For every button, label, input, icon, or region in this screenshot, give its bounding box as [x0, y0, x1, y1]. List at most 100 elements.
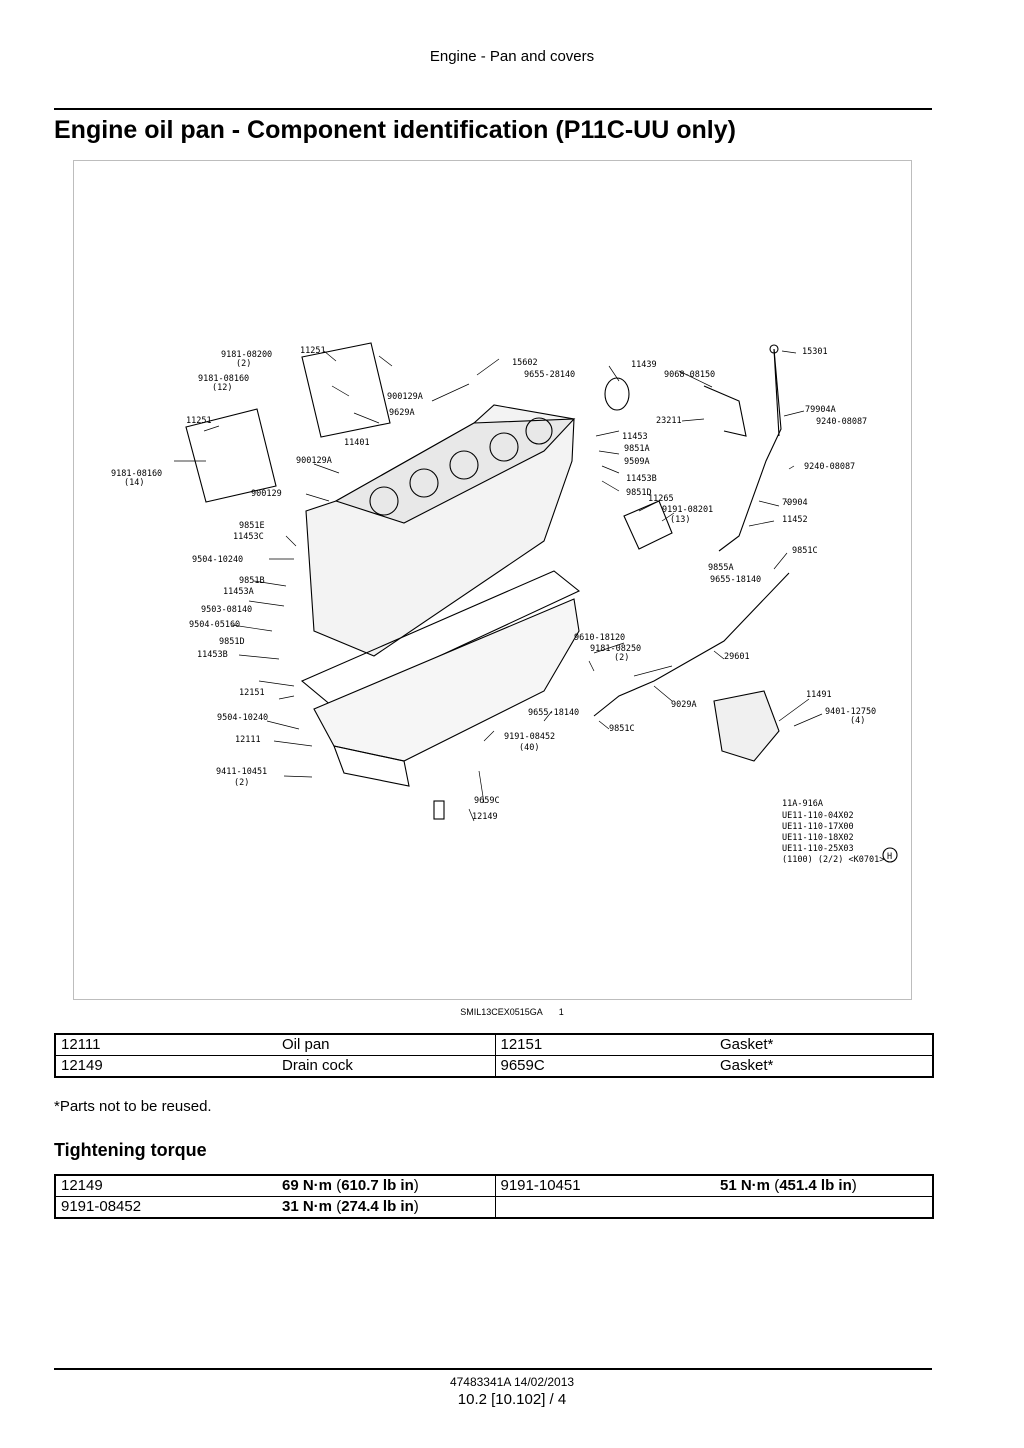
figure-number: 1	[558, 1007, 564, 1017]
callout-label: 15602	[512, 358, 538, 368]
callout-label: (14)	[124, 478, 144, 488]
torque-nm: 69 N·m	[282, 1177, 333, 1194]
callout-label: (1100) (2/2) <K0701>	[782, 855, 884, 865]
figure-code: SMIL13CEX0515GA	[460, 1007, 543, 1017]
callout-label: 11491	[806, 690, 832, 700]
callout-label: 11265	[648, 494, 674, 504]
callout-label: 11453	[622, 432, 648, 442]
torque-value	[715, 1196, 934, 1219]
callout-label: 79904	[782, 498, 808, 508]
callout-label: (12)	[212, 383, 232, 393]
fastener-code: 9191-10451	[494, 1174, 715, 1197]
dipstick-handle	[769, 344, 779, 354]
part-code: 12149	[54, 1055, 277, 1078]
callout-label: 9629A	[389, 408, 415, 418]
callout-label: 9655-28140	[524, 370, 575, 380]
callout-label: UE11-110-18X02	[782, 833, 854, 843]
callout-label: 9191-08452	[504, 732, 555, 742]
callout-label: 11453A	[223, 587, 254, 597]
callout-label: 900129A	[296, 456, 332, 466]
callout-label: 9851D	[219, 637, 245, 647]
callout-label: (40)	[519, 743, 539, 753]
oil-pan-sump	[333, 745, 410, 787]
cylinder-bore-3	[449, 450, 479, 480]
callout-label: 11452	[782, 515, 808, 525]
callout-label: 12149	[472, 812, 498, 822]
callout-label: 12111	[235, 735, 261, 745]
torque-table: 12149 69 N·m (610.7 lb in) 9191-10451 51…	[54, 1174, 934, 1219]
callout-label: 11401	[344, 438, 370, 448]
callout-label: 900129	[251, 489, 282, 499]
part-code: 12151	[494, 1033, 715, 1056]
torque-heading: Tightening torque	[54, 1140, 207, 1160]
callout-label: (2)	[236, 359, 251, 369]
callout-label: UE11-110-04X02	[782, 811, 854, 821]
callout-label: 9029A	[671, 700, 697, 710]
callout-label: (4)	[850, 716, 865, 726]
crank-seal-ring	[604, 377, 630, 411]
callout-label: 9851A	[624, 444, 650, 454]
callout-label: (2)	[614, 653, 629, 663]
table-row: 12149 Drain cock 9659C Gasket*	[54, 1055, 934, 1078]
figure-caption: SMIL13CEX0515GA 1	[0, 1007, 1024, 1017]
page-reference: 10.2 [10.102] / 4	[457, 1391, 567, 1408]
callout-label: 9504-10240	[192, 555, 243, 565]
callout-label: 9181-08250	[590, 644, 641, 654]
leader-lines	[174, 350, 823, 822]
callout-label: 9240-08087	[816, 417, 867, 427]
callout-label: 9240-08087	[804, 462, 855, 472]
callout-label: 9655-18140	[528, 708, 579, 718]
drawing-linework	[174, 342, 898, 863]
document-id: 47483341A 14/02/2013	[449, 1375, 575, 1389]
engine-block-drawing: 112519181-08200(2)9181-08160(12)11251918…	[111, 342, 898, 865]
torque-lbin: 610.7 lb in	[341, 1177, 414, 1194]
callout-label: 9851B	[239, 576, 265, 586]
torque-lbin: 274.4 lb in	[341, 1198, 414, 1215]
callout-label: 9659C	[474, 796, 500, 806]
callout-label: UE11-110-25X03	[782, 844, 854, 854]
callout-label: 9181-08160	[111, 469, 162, 479]
cylinder-bore-4	[489, 432, 519, 462]
callout-label: (2)	[234, 778, 249, 788]
cylinder-bore-5	[525, 417, 553, 445]
callout-label: 11453B	[626, 474, 657, 484]
side-cover-plate-lower	[185, 408, 277, 503]
callout-label: 9503-08140	[201, 605, 252, 615]
callout-label: 23211	[656, 416, 682, 426]
part-name: Oil pan	[277, 1033, 495, 1056]
callout-label: 9851C	[792, 546, 818, 556]
torque-lbin: 451.4 lb in	[779, 1177, 852, 1194]
cover-plate-11265	[623, 500, 673, 550]
callout-label: 9181-08160	[198, 374, 249, 384]
fastener-code	[494, 1196, 715, 1219]
callout-label: 15301	[802, 347, 828, 357]
oil-pan-gasket	[300, 570, 581, 707]
callout-label: 9191-08201	[662, 505, 713, 515]
table-row: 12111 Oil pan 12151 Gasket*	[54, 1033, 934, 1056]
torque-value: 69 N·m (610.7 lb in)	[277, 1174, 495, 1197]
callout-label: (13)	[670, 515, 690, 525]
torque-value: 51 N·m (451.4 lb in)	[715, 1174, 934, 1197]
part-name: Gasket*	[715, 1033, 934, 1056]
fastener-code: 9191-08452	[54, 1196, 277, 1219]
callout-label: 11251	[300, 346, 326, 356]
bracket-assembly	[713, 690, 780, 762]
callout-label: 9504-10240	[217, 713, 268, 723]
callout-label: 11453C	[233, 532, 264, 542]
callout-label: H	[887, 852, 892, 862]
callout-labels: 112519181-08200(2)9181-08160(12)11251918…	[111, 346, 892, 865]
reuse-note: *Parts not to be reused.	[54, 1098, 212, 1115]
fastener-code: 12149	[54, 1174, 277, 1197]
oil-pipe	[593, 572, 790, 717]
callout-label: 12151	[239, 688, 265, 698]
torque-nm: 31 N·m	[282, 1198, 333, 1215]
callout-label: 9509A	[624, 457, 650, 467]
page-title: Engine oil pan - Component identificatio…	[54, 116, 736, 144]
parts-table: 12111 Oil pan 12151 Gasket* 12149 Drain …	[54, 1033, 934, 1078]
callout-label: 9855A	[708, 563, 734, 573]
footer-rule	[54, 1368, 932, 1370]
callout-label: 9851C	[609, 724, 635, 734]
callout-label: 79904A	[805, 405, 836, 415]
part-name: Gasket*	[715, 1055, 934, 1078]
drain-cock-shape	[433, 800, 445, 820]
